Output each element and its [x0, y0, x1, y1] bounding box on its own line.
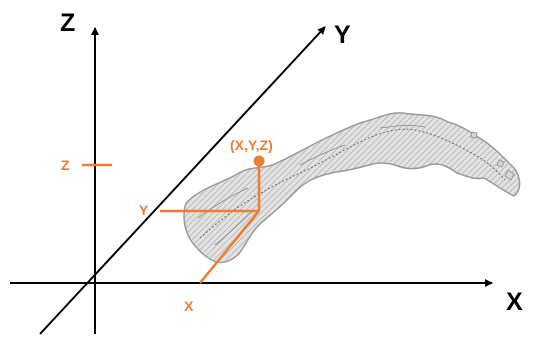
z-axis-label: Z — [60, 9, 75, 37]
x-component-label: X — [184, 298, 194, 314]
y-axis — [39, 26, 326, 335]
norway-map-shape — [183, 112, 521, 264]
norway-map — [183, 112, 521, 264]
y-component-label: Y — [139, 202, 149, 218]
y-axis-label: Y — [334, 21, 351, 49]
map-islands — [470, 131, 515, 181]
point-marker — [253, 155, 265, 167]
map-contours — [197, 125, 426, 246]
x-component-line — [199, 210, 260, 284]
point-label: (X,Y,Z) — [230, 137, 273, 153]
z-component-label: Z — [61, 157, 70, 173]
x-axis-label: X — [506, 288, 523, 316]
projection-lines — [82, 163, 261, 284]
